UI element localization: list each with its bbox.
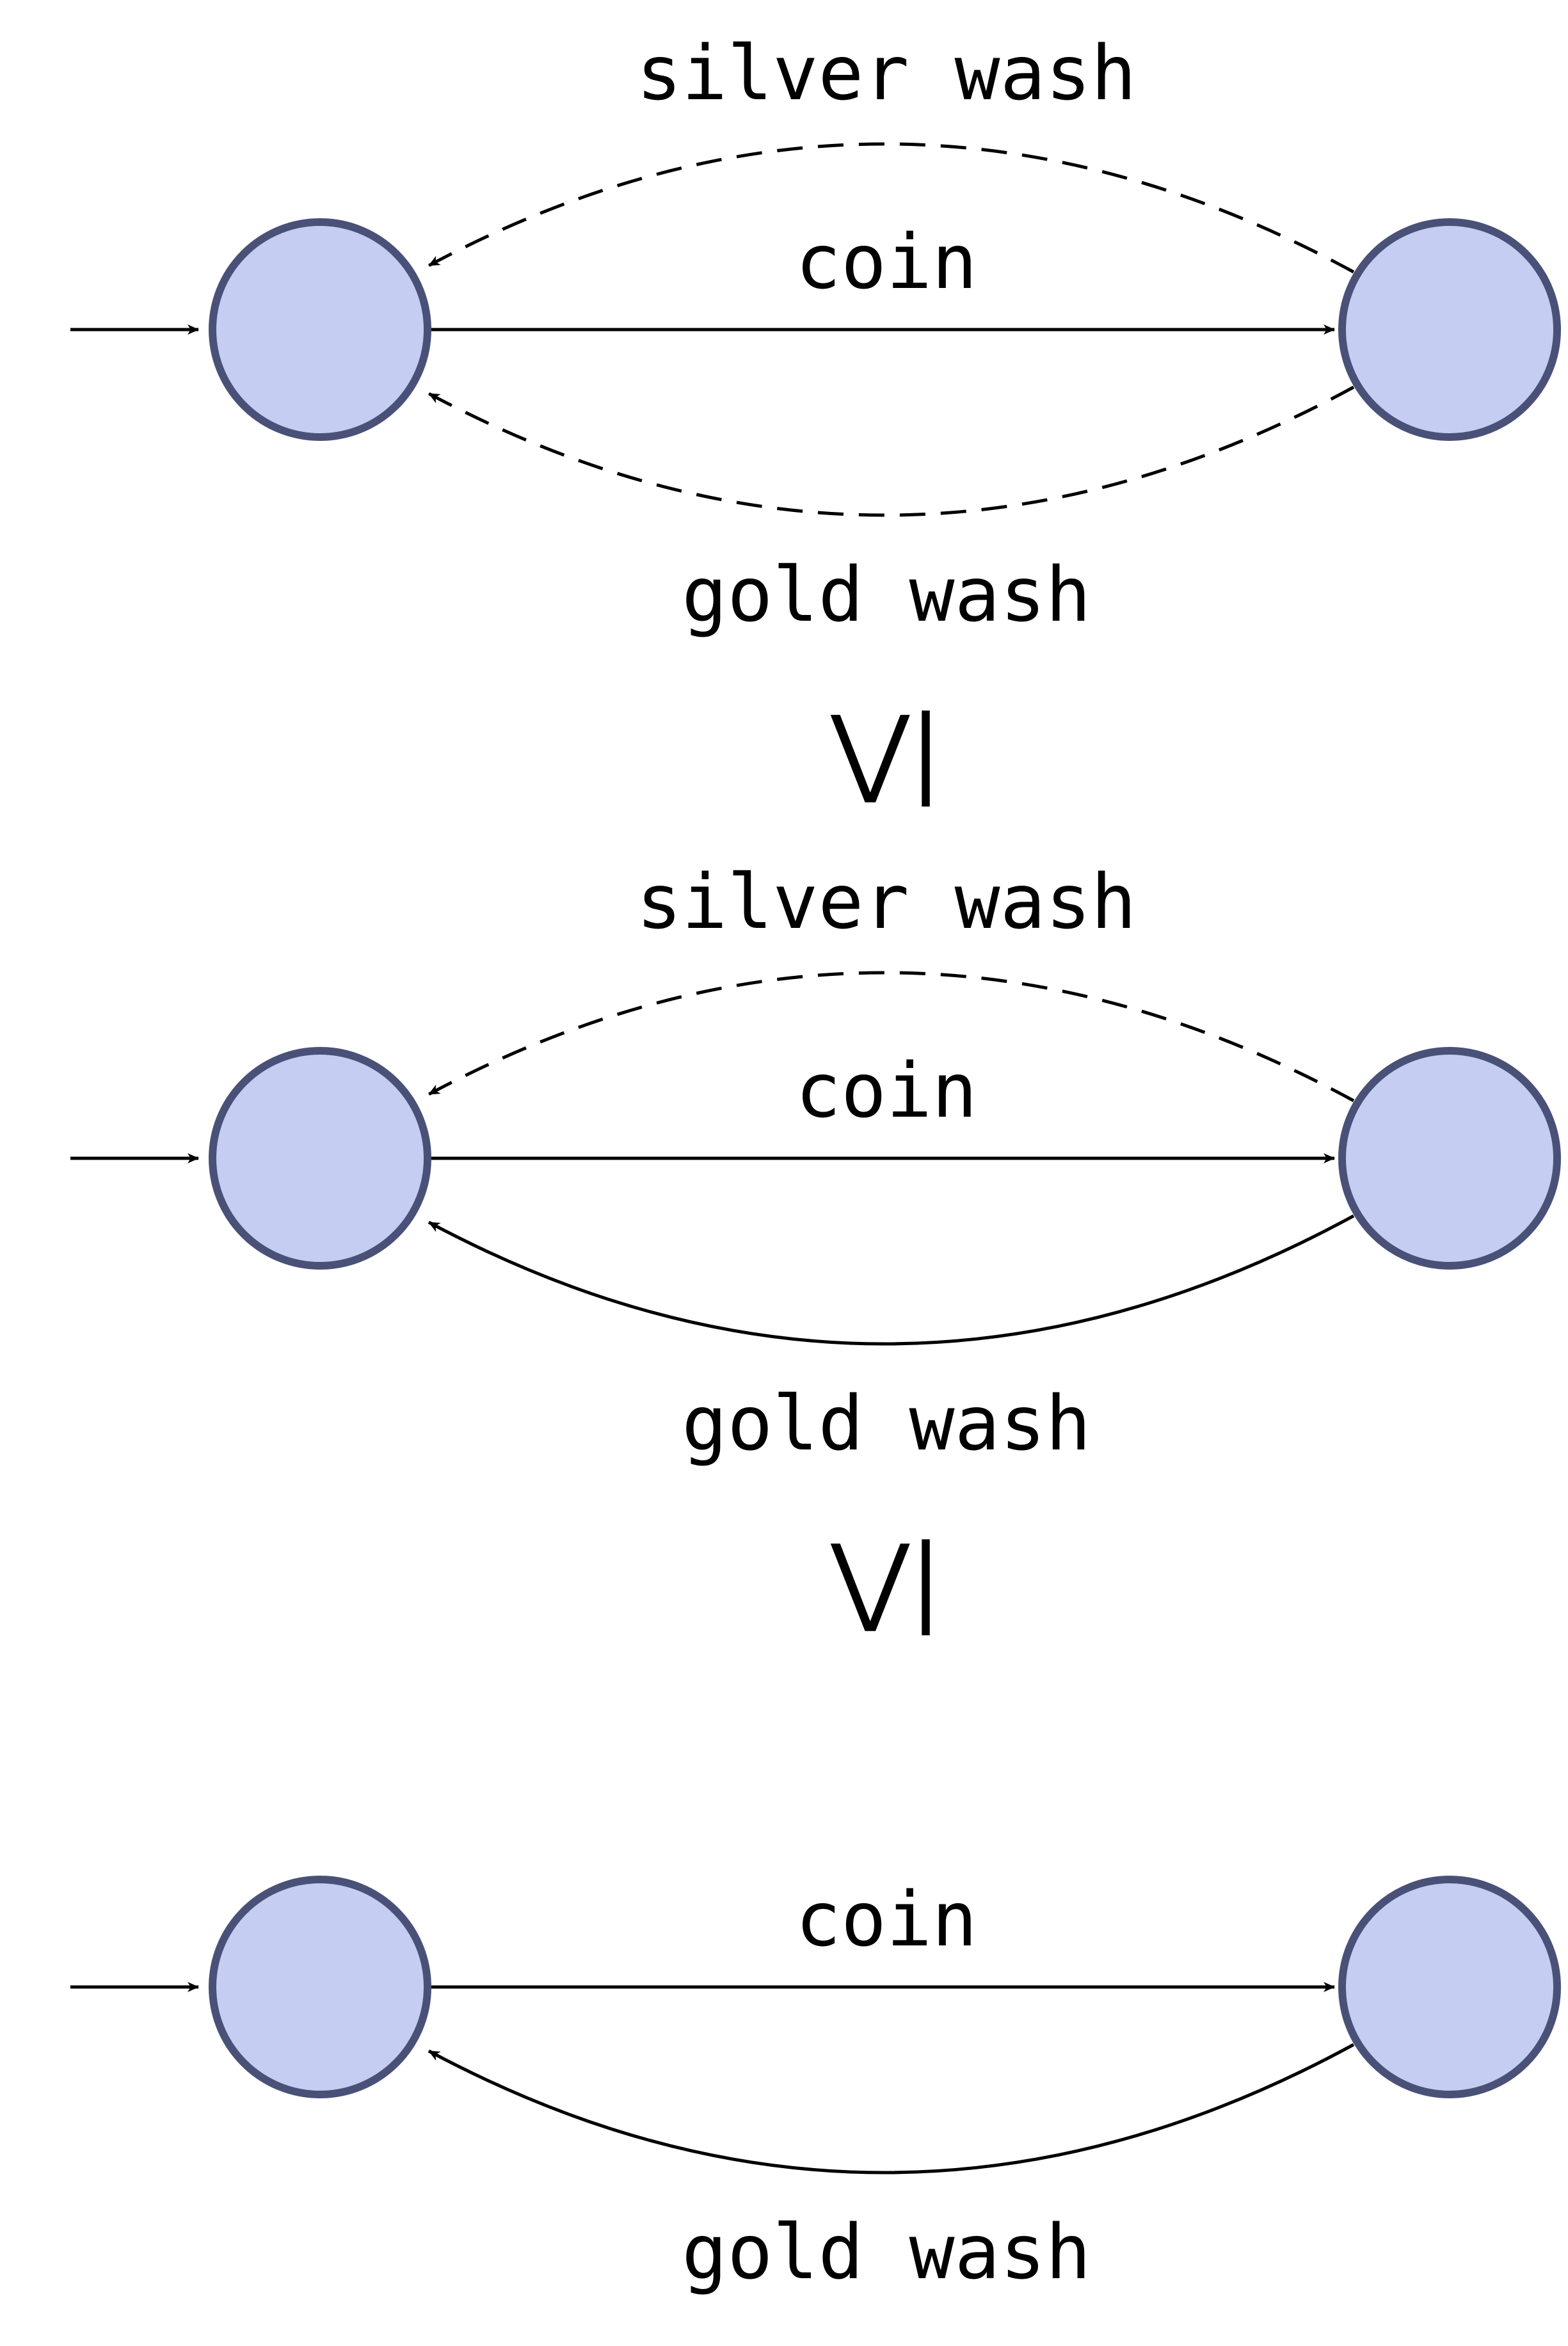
gold-wash-label: gold wash [682, 550, 1091, 639]
refinement-symbol: ⋁| [830, 696, 942, 807]
gold-wash-label: gold wash [682, 1379, 1091, 1467]
automaton-3: coin gold wash [70, 1875, 1561, 2296]
gold-wash-edge [428, 1214, 1355, 1346]
automaton-2: silver wash coin gold wash [70, 858, 1561, 1467]
coin-label: coin [796, 1875, 977, 1963]
initial-state [209, 218, 431, 441]
silver-wash-label: silver wash [636, 858, 1136, 946]
target-state [1338, 1876, 1561, 2098]
refinement-symbol: ⋁| [830, 1524, 942, 1636]
silver-wash-label: silver wash [636, 29, 1136, 117]
coin-label: coin [796, 218, 977, 306]
target-state [1338, 1047, 1561, 1270]
initial-state [209, 1047, 431, 1270]
coin-label: coin [796, 1046, 977, 1135]
target-state [1338, 218, 1561, 441]
gold-wash-edge [428, 2043, 1355, 2174]
initial-state [209, 1876, 431, 2098]
gold-wash-edge [428, 385, 1355, 517]
automaton-1: silver wash coin gold wash [70, 29, 1561, 639]
gold-wash-label: gold wash [682, 2208, 1091, 2296]
